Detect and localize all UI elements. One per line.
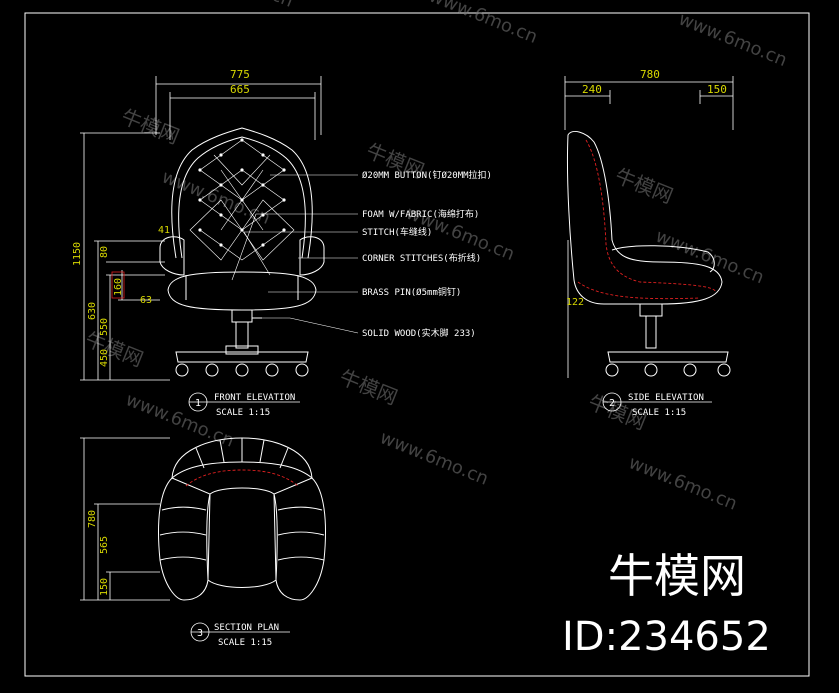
id-watermark: ID:234652 xyxy=(562,614,771,660)
side-label-scale: SCALE 1:15 xyxy=(632,408,686,418)
side-label-title: SIDE ELEVATION xyxy=(628,393,704,403)
dim-seat-detail: 63 xyxy=(140,295,152,306)
callout-stitch: STITCH(车缝线) xyxy=(362,226,432,238)
front-view-label: 1 FRONT ELEVATION SCALE 1:15 xyxy=(188,392,300,418)
dim-plan-depth: 780 xyxy=(87,510,98,528)
plan-chair-outline xyxy=(158,437,326,601)
plan-label-title: SECTION PLAN xyxy=(214,623,279,633)
side-view-label: 2 SIDE ELEVATION SCALE 1:15 xyxy=(602,392,712,418)
dim-seat-width: 665 xyxy=(230,83,250,96)
side-elevation: 780 240 150 122 2 SIDE ELEVATION SCALE 1… xyxy=(564,68,734,418)
callout-corner-stitches: CORNER STITCHES(布折线) xyxy=(362,252,481,264)
drawing-frame xyxy=(24,12,810,677)
callout-brass-pin: BRASS PIN(Ø5mm铜钉) xyxy=(362,286,461,298)
brand-watermark: 牛模网 xyxy=(608,549,746,603)
dim-arm-detail: 41 xyxy=(158,225,170,236)
side-label-number: 2 xyxy=(609,398,615,409)
side-top-dims xyxy=(564,76,734,130)
dim-height-seat-b: 550 xyxy=(99,318,110,336)
front-buttons xyxy=(198,138,286,247)
front-label-scale: SCALE 1:15 xyxy=(216,408,270,418)
dim-side-back: 240 xyxy=(582,83,602,96)
dim-cushion: 160 xyxy=(113,278,124,296)
side-chair-outline xyxy=(566,131,731,377)
side-stitch-red xyxy=(577,139,717,300)
front-chair-outline xyxy=(159,127,325,377)
front-label-number: 1 xyxy=(195,398,201,409)
callout-button: Ø20MM BUTTON(钉Ø20MM拉扣) xyxy=(362,169,492,181)
dim-height-arm: 630 xyxy=(87,302,98,320)
front-leaders xyxy=(231,174,359,334)
plan-label-scale: SCALE 1:15 xyxy=(218,638,272,648)
front-elevation: 775 665 1150 630 450 550 80 160 41 63 xyxy=(72,68,492,418)
callout-foam: FOAM W/FABRIC(海绵打布) xyxy=(362,208,479,220)
dim-side-depth: 780 xyxy=(640,68,660,81)
dim-side-front: 150 xyxy=(707,83,727,96)
plan-stitch-red xyxy=(185,469,299,487)
dim-height-seat-a: 450 xyxy=(99,349,110,367)
front-top-dims xyxy=(155,76,322,140)
section-plan: 780 565 150 3 SECTION PLAN SCALE 1:15 xyxy=(80,437,326,648)
dim-plan-seat: 565 xyxy=(99,536,110,554)
front-left-dims xyxy=(80,132,170,381)
plan-left-dims xyxy=(80,437,170,601)
dim-side-seat-detail: 122 xyxy=(566,297,584,308)
dim-plan-front: 150 xyxy=(99,578,110,596)
dim-overall-width: 775 xyxy=(230,68,250,81)
front-label-title: FRONT ELEVATION xyxy=(214,393,295,403)
dim-seat-thickness: 80 xyxy=(99,246,110,258)
plan-view-label: 3 SECTION PLAN SCALE 1:15 xyxy=(190,622,290,648)
dim-height-total: 1150 xyxy=(72,242,83,266)
plan-label-number: 3 xyxy=(197,628,203,639)
callout-solid-wood: SOLID WOOD(实木脚 233) xyxy=(362,327,476,339)
front-callouts: Ø20MM BUTTON(钉Ø20MM拉扣) FOAM W/FABRIC(海绵打… xyxy=(362,169,492,339)
